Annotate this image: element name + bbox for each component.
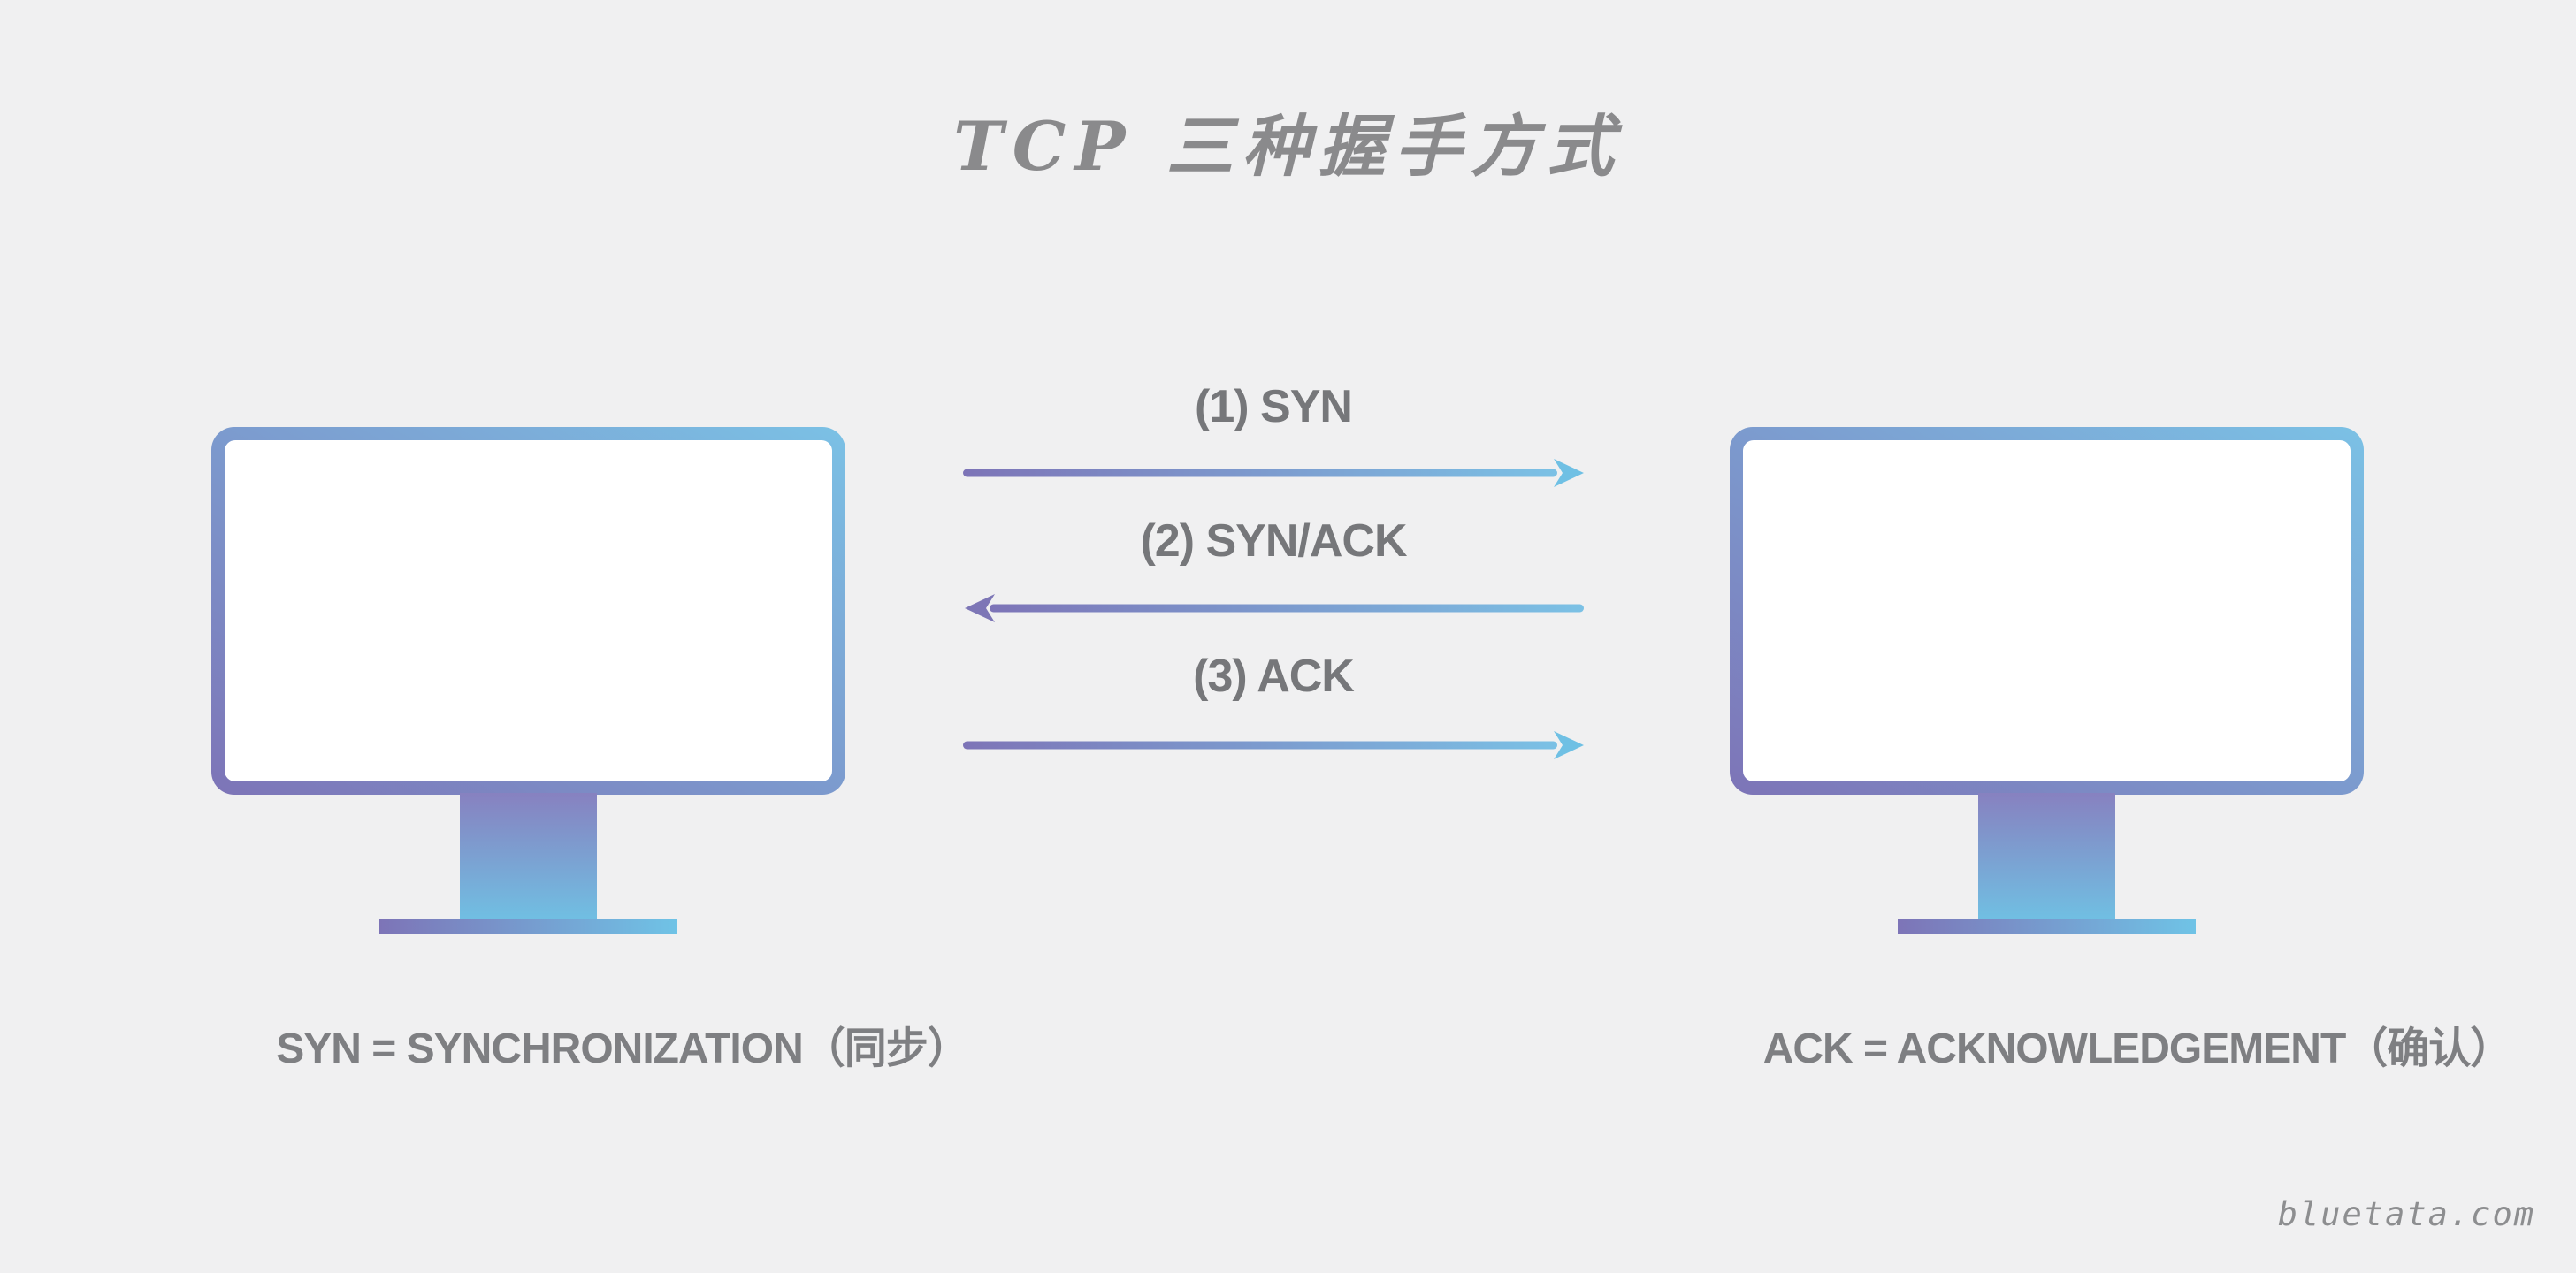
watermark: bluetata.com <box>2277 1195 2535 1233</box>
left-computer-icon <box>211 427 845 935</box>
right-monitor-bezel <box>1730 427 2364 795</box>
left-monitor-base <box>379 919 677 934</box>
ack-right-arrow-icon <box>963 731 1584 759</box>
page-title: TCP 三种握手方式 <box>953 107 1623 186</box>
right-monitor-stand <box>1978 793 2115 921</box>
syn-right-arrow-icon <box>963 459 1584 487</box>
ack-definition-label: ACK = ACKNOWLEDGEMENT（确认） <box>1762 1025 2513 1072</box>
step-1-syn-label: (1) SYN <box>1195 381 1353 432</box>
left-monitor-screen <box>225 440 832 781</box>
syn-ack-left-arrow-icon <box>965 594 1584 622</box>
right-monitor-base <box>1898 919 2196 934</box>
step-3-ack-label: (3) ACK <box>1193 651 1355 702</box>
syn-definition-label: SYN = SYNCHRONIZATION（同步） <box>276 1025 970 1072</box>
step-2-syn-ack-label: (2) SYN/ACK <box>1140 515 1407 567</box>
left-monitor-stand <box>460 793 597 921</box>
left-monitor-bezel <box>211 427 845 795</box>
right-computer-icon <box>1730 427 2364 935</box>
right-monitor-screen <box>1743 440 2351 781</box>
